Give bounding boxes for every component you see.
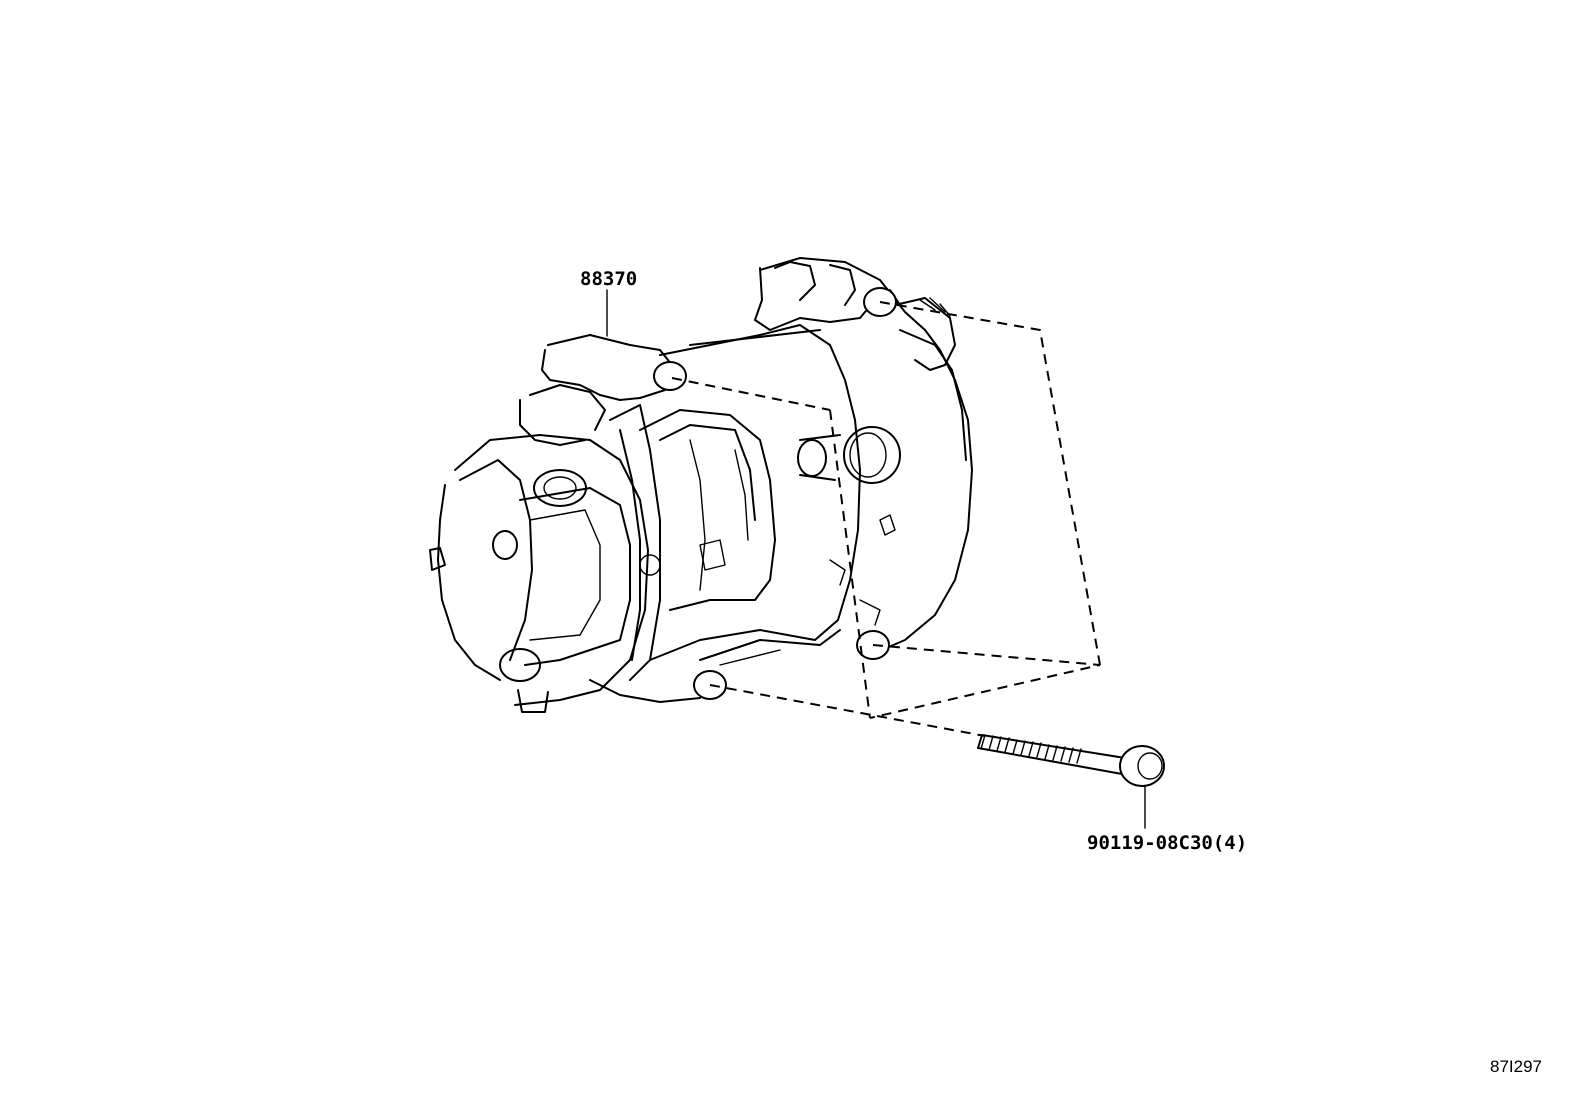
part-label-88370[interactable]: 88370 xyxy=(580,268,638,290)
diagram-code: 87I297 xyxy=(1490,1057,1542,1076)
compressor-illustration xyxy=(429,257,973,713)
alignment-lines xyxy=(671,301,1101,737)
bolt-illustration xyxy=(977,734,1165,787)
part-label-90119[interactable]: 90119-08C30(4) xyxy=(1087,832,1248,854)
